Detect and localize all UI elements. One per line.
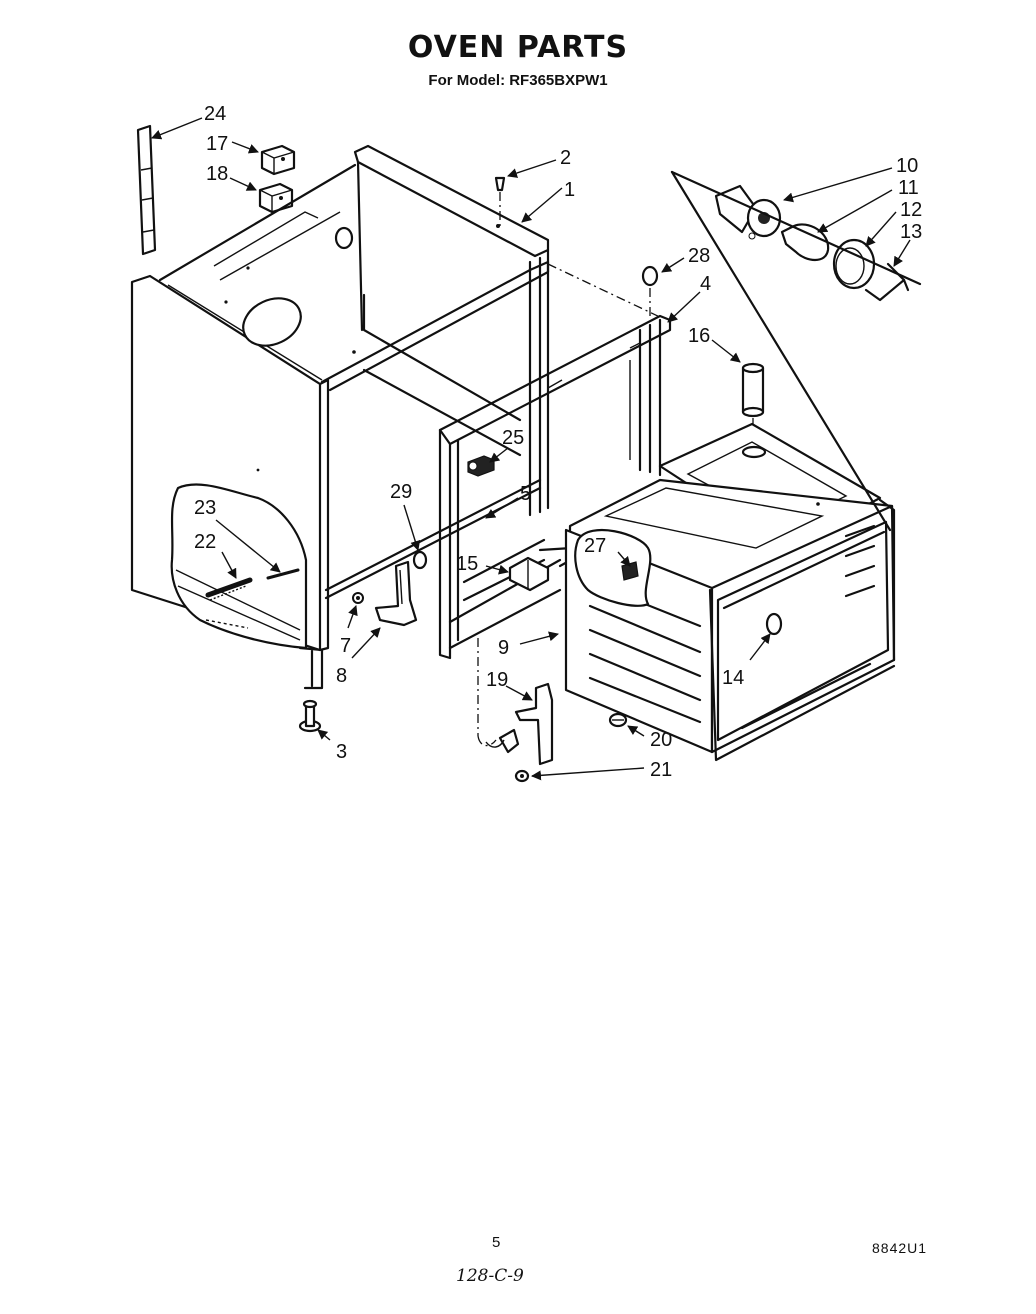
callout-27: 27 [584,535,606,557]
callout-10: 10 [896,155,918,177]
part-7-nut [352,592,364,604]
callout-29: 29 [390,481,412,503]
callout-23: 23 [194,497,216,519]
callout-14: 14 [722,667,744,689]
callout-20: 20 [650,729,672,751]
page-number: 5 [492,1234,501,1251]
part-9-oven-liner [564,422,896,762]
callout-12: 12 [900,199,922,221]
callout-18: 18 [206,163,228,185]
document-code: 8842U1 [872,1240,928,1256]
light-position-line-2 [670,170,922,286]
callout-8: 8 [336,665,347,687]
part-18-clip [258,182,294,214]
light-position-line [670,170,892,532]
part-22-23-cutaway [170,483,308,650]
part-3-leveling-leg [298,699,322,733]
part-21-washer [514,769,530,783]
model-subtitle: For Model: RF365BXPW1 [428,72,608,89]
alignment-line-top [547,263,663,319]
callout-leaders [151,117,911,781]
part-10-light-socket [714,184,782,240]
part-24-trim-strip [136,124,157,256]
callout-7: 7 [340,635,351,657]
part-2-screw [494,176,506,192]
callout-13: 13 [900,221,922,243]
part-19-bracket [485,682,554,766]
callout-22: 22 [194,531,216,553]
handwritten-note: 128-C-9 [456,1266,524,1286]
part-29-spacer [412,550,428,570]
part-4-front-frame [438,314,672,660]
callout-9: 9 [498,637,509,659]
part-17-clip [260,144,296,176]
part-11-bulb [780,223,830,262]
callout-24: 24 [204,103,226,125]
callout-28: 28 [688,245,710,267]
part-25-sensor [467,455,495,477]
callout-21: 21 [650,759,672,781]
callout-2: 2 [560,147,571,169]
callout-3: 3 [336,741,347,763]
alignment-curve-19 [477,735,497,747]
part-14-lens [765,612,783,636]
callout-1: 1 [564,179,575,201]
part-16-tube [741,362,765,418]
callout-5: 5 [520,483,531,505]
part-28-pin [641,265,659,287]
callout-15: 15 [456,553,478,575]
callout-19: 19 [486,669,508,691]
callout-25: 25 [502,427,524,449]
callout-labels: 24 17 18 2 1 28 4 16 10 11 12 13 25 29 5… [194,103,922,781]
part-20-screw [608,712,628,728]
callout-11: 11 [898,177,919,199]
part-8-bracket [374,560,418,627]
page-title: OVEN PARTS [407,30,629,65]
callout-16: 16 [688,325,710,347]
callout-17: 17 [206,133,228,155]
callout-4: 4 [700,273,711,295]
